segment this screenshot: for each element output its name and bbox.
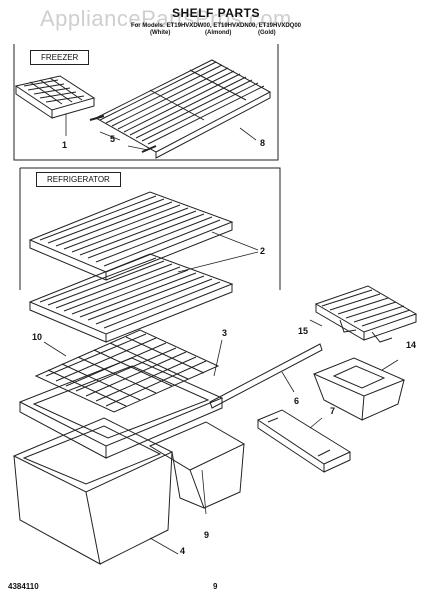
callout-8: 8 xyxy=(260,138,266,148)
document-number: 4384110 xyxy=(8,582,39,591)
leader-9 xyxy=(201,469,207,515)
leader-14 xyxy=(381,359,399,371)
leader-3 xyxy=(213,339,223,377)
page-number: 9 xyxy=(213,582,218,591)
callout-2: 2 xyxy=(260,246,266,256)
refrigerator-glass-shelf-upper xyxy=(28,191,234,281)
callout-5: 5 xyxy=(110,134,116,144)
model-list: For Models: ET19HVXDW00, ET19HVXDN00, ET… xyxy=(130,23,302,29)
crisper-pan-left xyxy=(12,417,174,565)
callout-1: 1 xyxy=(62,140,68,150)
meat-keeper-pan xyxy=(312,357,406,421)
page-title: SHELF PARTS xyxy=(172,6,260,20)
crisper-cover-frame xyxy=(18,357,224,459)
color-almond-label: (Almond) xyxy=(205,30,232,36)
leader-6 xyxy=(281,371,295,393)
callout-3: 3 xyxy=(222,328,228,338)
leader-15 xyxy=(309,319,323,327)
crisper-cover-glass xyxy=(34,329,220,413)
meat-keeper-rail xyxy=(256,409,352,473)
callout-9: 9 xyxy=(204,530,210,540)
crisper-pan-right xyxy=(148,421,246,509)
leader-4 xyxy=(149,537,179,555)
color-white-label: (White) xyxy=(150,30,171,36)
refrigerator-glass-shelf-lower xyxy=(28,253,234,343)
refrigerator-section-label: REFRIGERATOR xyxy=(36,172,121,187)
refrigerator-frame-right xyxy=(20,167,281,290)
freezer-wire-shelf xyxy=(94,59,272,159)
freezer-frame xyxy=(13,44,279,161)
trim-strip-part xyxy=(209,343,323,409)
meat-keeper-cover xyxy=(314,285,418,343)
callout-4: 4 xyxy=(180,546,186,556)
callout-6: 6 xyxy=(294,396,300,406)
leader-8 xyxy=(239,127,257,141)
color-gold-label: (Gold) xyxy=(258,30,276,36)
shelf-support-part xyxy=(89,115,157,153)
watermark: AppliancePartsPros.com xyxy=(40,6,292,31)
leader-10 xyxy=(43,341,67,357)
callout-10: 10 xyxy=(32,332,43,342)
leader-7 xyxy=(309,417,323,429)
ice-tray-part xyxy=(14,75,96,119)
callout-7: 7 xyxy=(330,406,336,416)
callout-14: 14 xyxy=(406,340,417,350)
callout-15: 15 xyxy=(298,326,309,336)
freezer-section-label: FREEZER xyxy=(30,50,90,65)
leader-5 xyxy=(99,131,149,151)
leader-2 xyxy=(177,231,259,273)
